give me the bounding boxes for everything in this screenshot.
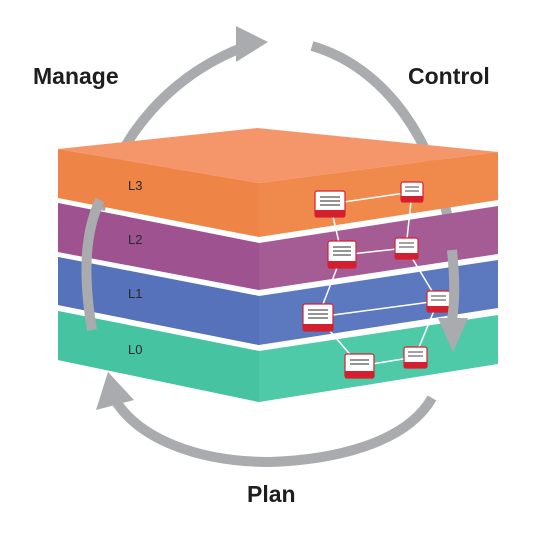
arrowhead-icon xyxy=(438,318,468,352)
layer-L1: L1 xyxy=(58,257,498,345)
control-label: Control xyxy=(408,63,490,89)
device-node-icon xyxy=(394,237,419,260)
arrowhead-icon xyxy=(96,372,134,410)
layer-label-L2: L2 xyxy=(128,232,142,247)
cycle-arrows-front xyxy=(81,26,468,468)
device-node-icon xyxy=(403,346,428,369)
layer-label-L1: L1 xyxy=(128,286,142,301)
device-node-icon xyxy=(327,240,357,269)
device-node-icon xyxy=(314,190,346,218)
device-node-icon xyxy=(426,290,451,313)
manage-label: Manage xyxy=(33,63,119,89)
plan-label: Plan xyxy=(247,481,296,507)
device-node-icon xyxy=(400,181,424,203)
cycle-arrow-icon xyxy=(110,395,437,468)
device-nodes xyxy=(302,181,451,379)
cycle-arrow-icon xyxy=(447,249,460,321)
cycle-arrow-icon xyxy=(81,197,105,331)
layer-L0: L0 xyxy=(58,311,498,402)
arrowhead-icon xyxy=(236,26,268,62)
layer-L2: L2 xyxy=(58,203,498,290)
layer-label-L3: L3 xyxy=(128,178,142,193)
layer-label-L0: L0 xyxy=(128,342,142,357)
device-node-icon xyxy=(344,353,375,379)
device-node-icon xyxy=(302,303,334,332)
